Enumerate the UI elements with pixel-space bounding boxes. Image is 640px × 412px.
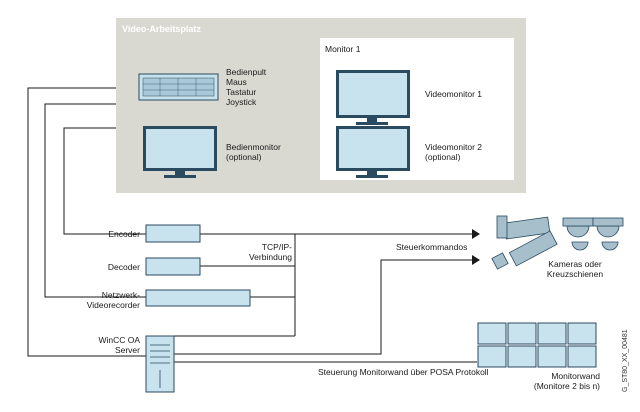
wall-monitor-tile <box>567 322 597 345</box>
camera-icon <box>491 215 624 270</box>
video-monitor-1-label: Videomonitor 1 <box>425 89 483 99</box>
video-monitor-2-label: Videomonitor 2 (optional) <box>425 142 483 162</box>
decoder-device <box>145 257 201 276</box>
server-label: WinCC OA Server <box>98 335 140 355</box>
wall-monitor-tile <box>507 345 537 368</box>
wall-monitor-tile <box>537 345 567 368</box>
keyboard-icon <box>138 73 219 101</box>
recorder-label: Netzwerk- Videorecorder <box>86 290 140 310</box>
recorder-device <box>145 289 251 307</box>
figure-id: G_ST80_XX_00481 <box>622 329 629 392</box>
video-monitor-1-icon <box>336 70 410 125</box>
encoder-device <box>145 224 201 243</box>
operator-monitor-label: Bedienmonitor (optional) <box>226 142 281 162</box>
arrow-head <box>472 229 480 239</box>
wall-monitor-tile <box>507 322 537 345</box>
cameras-label: Kameras oder Kreuzschienen <box>546 259 604 279</box>
console-label: Bedienpult Maus Tastatur Joystick <box>226 67 267 107</box>
decoder-label: Decoder <box>107 262 140 272</box>
connection-lines <box>27 87 477 363</box>
monitor-panel-title: Monitor 1 <box>325 44 361 54</box>
wall-monitor-tile <box>477 345 507 368</box>
wall-monitor-tile <box>537 322 567 345</box>
tcpip-label: TCP/IP- Verbindung <box>248 242 292 262</box>
wall-monitor-tile <box>477 322 507 345</box>
server-icon <box>145 335 175 393</box>
encoder-label: Encoder <box>108 229 140 239</box>
wall-control-label: Steuerung Monitorwand über POSA Protokol… <box>318 367 489 377</box>
arrow-head <box>472 255 480 265</box>
monitor-wall-icon <box>477 322 597 368</box>
workstation-title: Video-Arbeitsplatz <box>122 24 201 34</box>
operator-monitor-icon <box>143 126 217 178</box>
monitor-wall-label: Monitorwand (Monitore 2 bis n) <box>533 371 600 391</box>
control-commands-label: Steuerkommandos <box>396 242 468 252</box>
wall-monitor-tile <box>567 345 597 368</box>
video-monitor-2-icon <box>336 126 410 178</box>
